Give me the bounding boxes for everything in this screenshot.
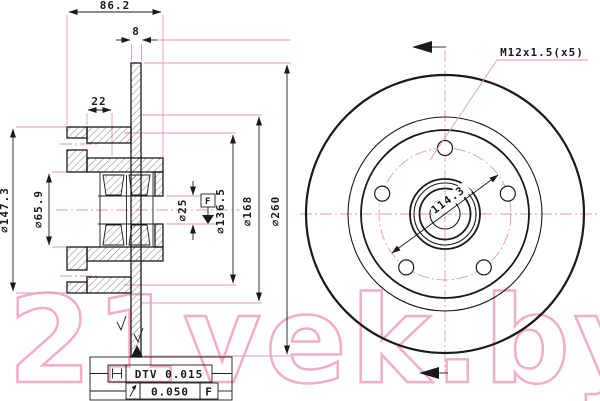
datum-flag: F <box>200 193 216 224</box>
tolerance-callouts: DTV 0.015 0.050 F <box>89 345 233 401</box>
disc-cross-section <box>66 62 164 358</box>
hat-circle <box>360 129 530 299</box>
bolt-hole <box>475 259 492 276</box>
dim-outer-diameter-label: ⌀260 <box>269 196 282 227</box>
runout-datum-label: F <box>205 386 213 399</box>
flange-top-outer <box>66 126 88 139</box>
dimension-lines <box>10 9 290 355</box>
flange-bottom-outer <box>66 281 88 294</box>
bearing-roller <box>128 224 151 246</box>
view-arrow-icon <box>419 367 439 379</box>
surface-roughness-icon <box>133 327 144 344</box>
bearing-cap-bottom <box>154 223 164 248</box>
view-direction-arrow-top <box>412 41 446 53</box>
pcd-dimension-line <box>391 174 499 254</box>
view-arrow-icon <box>412 41 432 53</box>
bolt-hole <box>374 185 391 202</box>
bolt-hole <box>398 259 415 276</box>
bearing-housing-top <box>86 157 164 173</box>
thread-callout-label: M12x1.5(x5) <box>500 46 584 59</box>
section-view: 86.2 8 22 ⌀147.3 ⌀65.9 ⌀25 ⌀136.5 ⌀168 ⌀… <box>0 0 291 358</box>
dim-bearing-diameter-label: ⌀65.9 <box>32 190 45 228</box>
dim-hat-diameter-label: ⌀136.5 <box>214 188 227 234</box>
bearing-cap-top <box>154 171 164 197</box>
hat-arm-bottom <box>86 276 132 294</box>
bolt-hole <box>436 139 454 157</box>
pcd-label-backing <box>428 181 472 218</box>
flange-top-inner <box>66 149 88 173</box>
bearing-roller <box>102 174 125 196</box>
bolt-hole <box>499 185 516 202</box>
dtv-value-label: DTV 0.015 <box>135 368 204 381</box>
dim-thickness-label: 8 <box>132 25 140 38</box>
circular-runout-symbol-icon <box>129 384 137 397</box>
bearing-roller <box>102 224 125 246</box>
dim-overall-width-label: 86.2 <box>100 0 131 12</box>
view-direction-arrow-bottom <box>419 367 448 379</box>
dim-seat-width-label: 22 <box>91 95 106 108</box>
dtv-value-cell <box>125 364 213 383</box>
leader-arrow-icon <box>131 345 143 357</box>
flange-bottom-inner <box>66 246 88 271</box>
thread-callout-leader <box>429 59 498 161</box>
dtv-ibeam-symbol-icon <box>112 368 122 379</box>
bearing-roller <box>128 174 151 196</box>
hat-arm-top <box>86 126 132 144</box>
datum-triangle-icon <box>202 215 214 224</box>
disc-outer-circle <box>304 73 586 355</box>
runout-value-label: 0.050 <box>151 386 189 399</box>
surface-roughness-icon <box>116 315 127 332</box>
front-view: 114.3 M12x1.5(x5) <box>300 41 597 379</box>
friction-plate <box>130 62 142 358</box>
bearing-housing-bottom <box>86 246 164 262</box>
friction-band-circle <box>347 116 543 312</box>
dim-bore-diameter-label: ⌀25 <box>176 199 189 222</box>
extension-lines <box>16 15 291 357</box>
callout-frame <box>89 356 233 401</box>
runout-datum-cell <box>199 382 219 400</box>
dim-inner-diameter-label: ⌀168 <box>241 196 254 227</box>
datum-flag-label: F <box>205 197 211 207</box>
dim-flange-diameter-label: ⌀147.3 <box>0 187 11 233</box>
bearing-outline <box>99 171 154 248</box>
